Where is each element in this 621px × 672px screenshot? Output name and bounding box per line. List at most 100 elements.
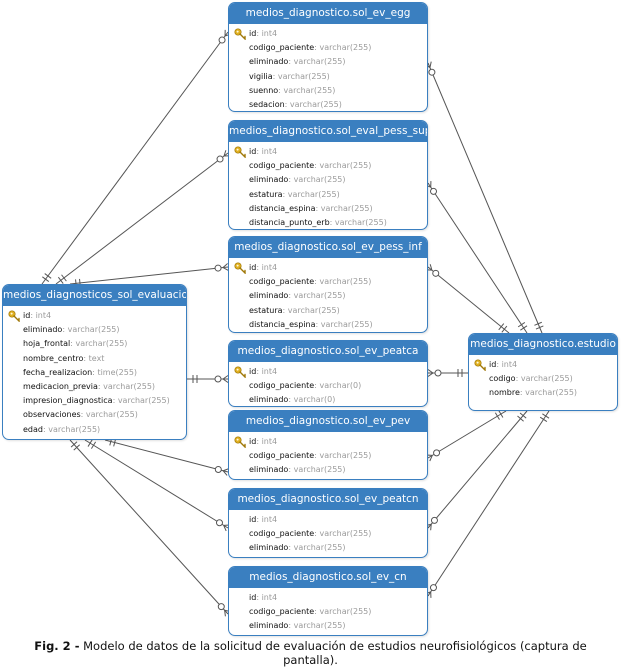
relationship-line-evaluacion-egg-many-marker (218, 36, 226, 44)
field-row: fecha_realizacion: time(255) (3, 366, 186, 380)
field-name: codigo_paciente (249, 607, 315, 617)
entity-title: medios_diagnostico.estudio (469, 334, 617, 355)
field-name: eliminado (249, 291, 289, 301)
field-type-separator: : (42, 424, 49, 434)
field-type: int4 (261, 29, 278, 38)
field-name: hoja_frontal (23, 339, 71, 349)
field-row: eliminado: varchar(255) (229, 463, 427, 477)
relationship-line-estudio-pess_sup (427, 182, 528, 334)
relationship-line-evaluacion-pess_sup-one-marker (57, 276, 64, 284)
entity-title: medios_diagnostico.sol_ev_peatca (229, 341, 427, 362)
relationship-line-evaluacion-pev-many-marker (214, 465, 222, 473)
relationship-line-estudio-pess_inf-many-marker (432, 269, 440, 277)
field-row: suenno: varchar(255) (229, 84, 427, 98)
field-type: int4 (501, 360, 518, 369)
field-type: varchar(255) (277, 71, 330, 81)
entity-title: medios_diagnosticos_sol_evaluacion (3, 285, 186, 306)
field-name: distancia_espina (249, 203, 316, 213)
relationship-line-evaluacion-peatcn (84, 439, 229, 529)
relationship-line-estudio-pess_inf (427, 266, 510, 334)
field-row: eliminado: varchar(255) (229, 619, 427, 633)
field-type-separator: : (315, 319, 321, 329)
relationship-line-estudio-pess_inf-one-marker (501, 325, 508, 333)
field-row: codigo_paciente: varchar(255) (229, 449, 427, 463)
field-type: time(255) (97, 367, 138, 377)
field-type: varchar(255) (48, 424, 101, 434)
field-type-separator: : (272, 71, 278, 81)
field-type-separator: : (288, 543, 294, 553)
field-type: text (88, 353, 105, 363)
relationship-line-estudio-cn-one-marker (542, 413, 550, 419)
relationship-line-evaluacion-pev-many-marker (222, 470, 228, 476)
field-row: eliminado: varchar(255) (229, 541, 427, 555)
relationship-line-estudio-cn-many-marker (429, 584, 437, 592)
field-row: estatura: varchar(255) (229, 304, 427, 318)
field-type: varchar(255) (293, 543, 346, 553)
field-type: varchar(255) (319, 451, 372, 461)
relationship-line-evaluacion-pev-many-marker (222, 468, 230, 472)
field-row: medicacion_previa: varchar(255) (3, 380, 186, 394)
field-row: codigo_paciente: varchar(255) (229, 41, 427, 55)
field-name: nombre (489, 388, 520, 398)
field-row: codigo_paciente: varchar(0) (229, 379, 427, 393)
relationship-line-estudio-egg (427, 62, 543, 334)
relationship-line-estudio-pev (427, 410, 507, 459)
field-type-separator: : (256, 263, 262, 272)
field-type: varchar(255) (293, 621, 346, 631)
field-row: eliminado: varchar(255) (229, 55, 427, 69)
field-type-separator: : (288, 465, 294, 475)
entity-title: medios_diagnostico.sol_ev_egg (229, 3, 427, 24)
field-row: sedacion: varchar(255) (229, 98, 427, 111)
field-row: id: int4 (229, 435, 427, 449)
relationship-line-evaluacion-pess_inf-many-marker (214, 264, 222, 272)
field-type: varchar(255) (319, 607, 372, 617)
relationship-line-estudio-peatca-many-marker (427, 372, 434, 377)
field-row: eliminado: varchar(255) (229, 289, 427, 303)
field-type-separator: : (314, 607, 320, 617)
relationship-line-estudio-pev-many-marker (429, 455, 433, 462)
field-type: varchar(255) (319, 277, 372, 287)
field-row: eliminado: varchar(0) (229, 393, 427, 406)
entity-title: medios_diagnostico.sol_eval_pess_sup (229, 121, 427, 142)
field-name: eliminado (249, 621, 289, 631)
field-type: varchar(255) (287, 189, 340, 199)
relationship-line-estudio-pev-many-marker (433, 449, 441, 457)
relationship-line-evaluacion-peatca-many-marker (222, 378, 229, 383)
relationship-line-evaluacion-peatcn-many-marker (215, 519, 223, 527)
field-type: varchar(255) (293, 291, 346, 301)
field-row: id: int4 (229, 261, 427, 275)
field-row: nombre_centro: text (3, 352, 186, 366)
field-type: varchar(255) (334, 217, 387, 227)
field-row: id: int4 (229, 513, 427, 527)
field-type: varchar(255) (67, 325, 120, 335)
field-type-separator: : (112, 396, 118, 406)
field-name: impresion_diagnostica (23, 396, 113, 406)
field-type-separator: : (314, 451, 320, 461)
field-row: nombre: varchar(255) (469, 386, 617, 400)
field-name: id (249, 437, 257, 446)
field-type-separator: : (278, 85, 284, 95)
field-type-separator: : (97, 381, 104, 391)
relationship-line-estudio-peatcn-one-marker (517, 415, 524, 422)
relationship-line-estudio-pess_sup-many-marker (430, 187, 438, 195)
caption-label: Fig. 2 - (34, 639, 80, 653)
field-type-separator: : (256, 515, 262, 524)
field-type: varchar(255) (293, 465, 346, 475)
relationship-line-estudio-egg-one-marker (534, 321, 542, 326)
field-name: estatura (249, 305, 283, 315)
field-type: varchar(255) (75, 339, 128, 349)
field-type-separator: : (80, 410, 86, 420)
field-row: id: int4 (469, 358, 617, 372)
field-row: estatura: varchar(255) (229, 188, 427, 202)
